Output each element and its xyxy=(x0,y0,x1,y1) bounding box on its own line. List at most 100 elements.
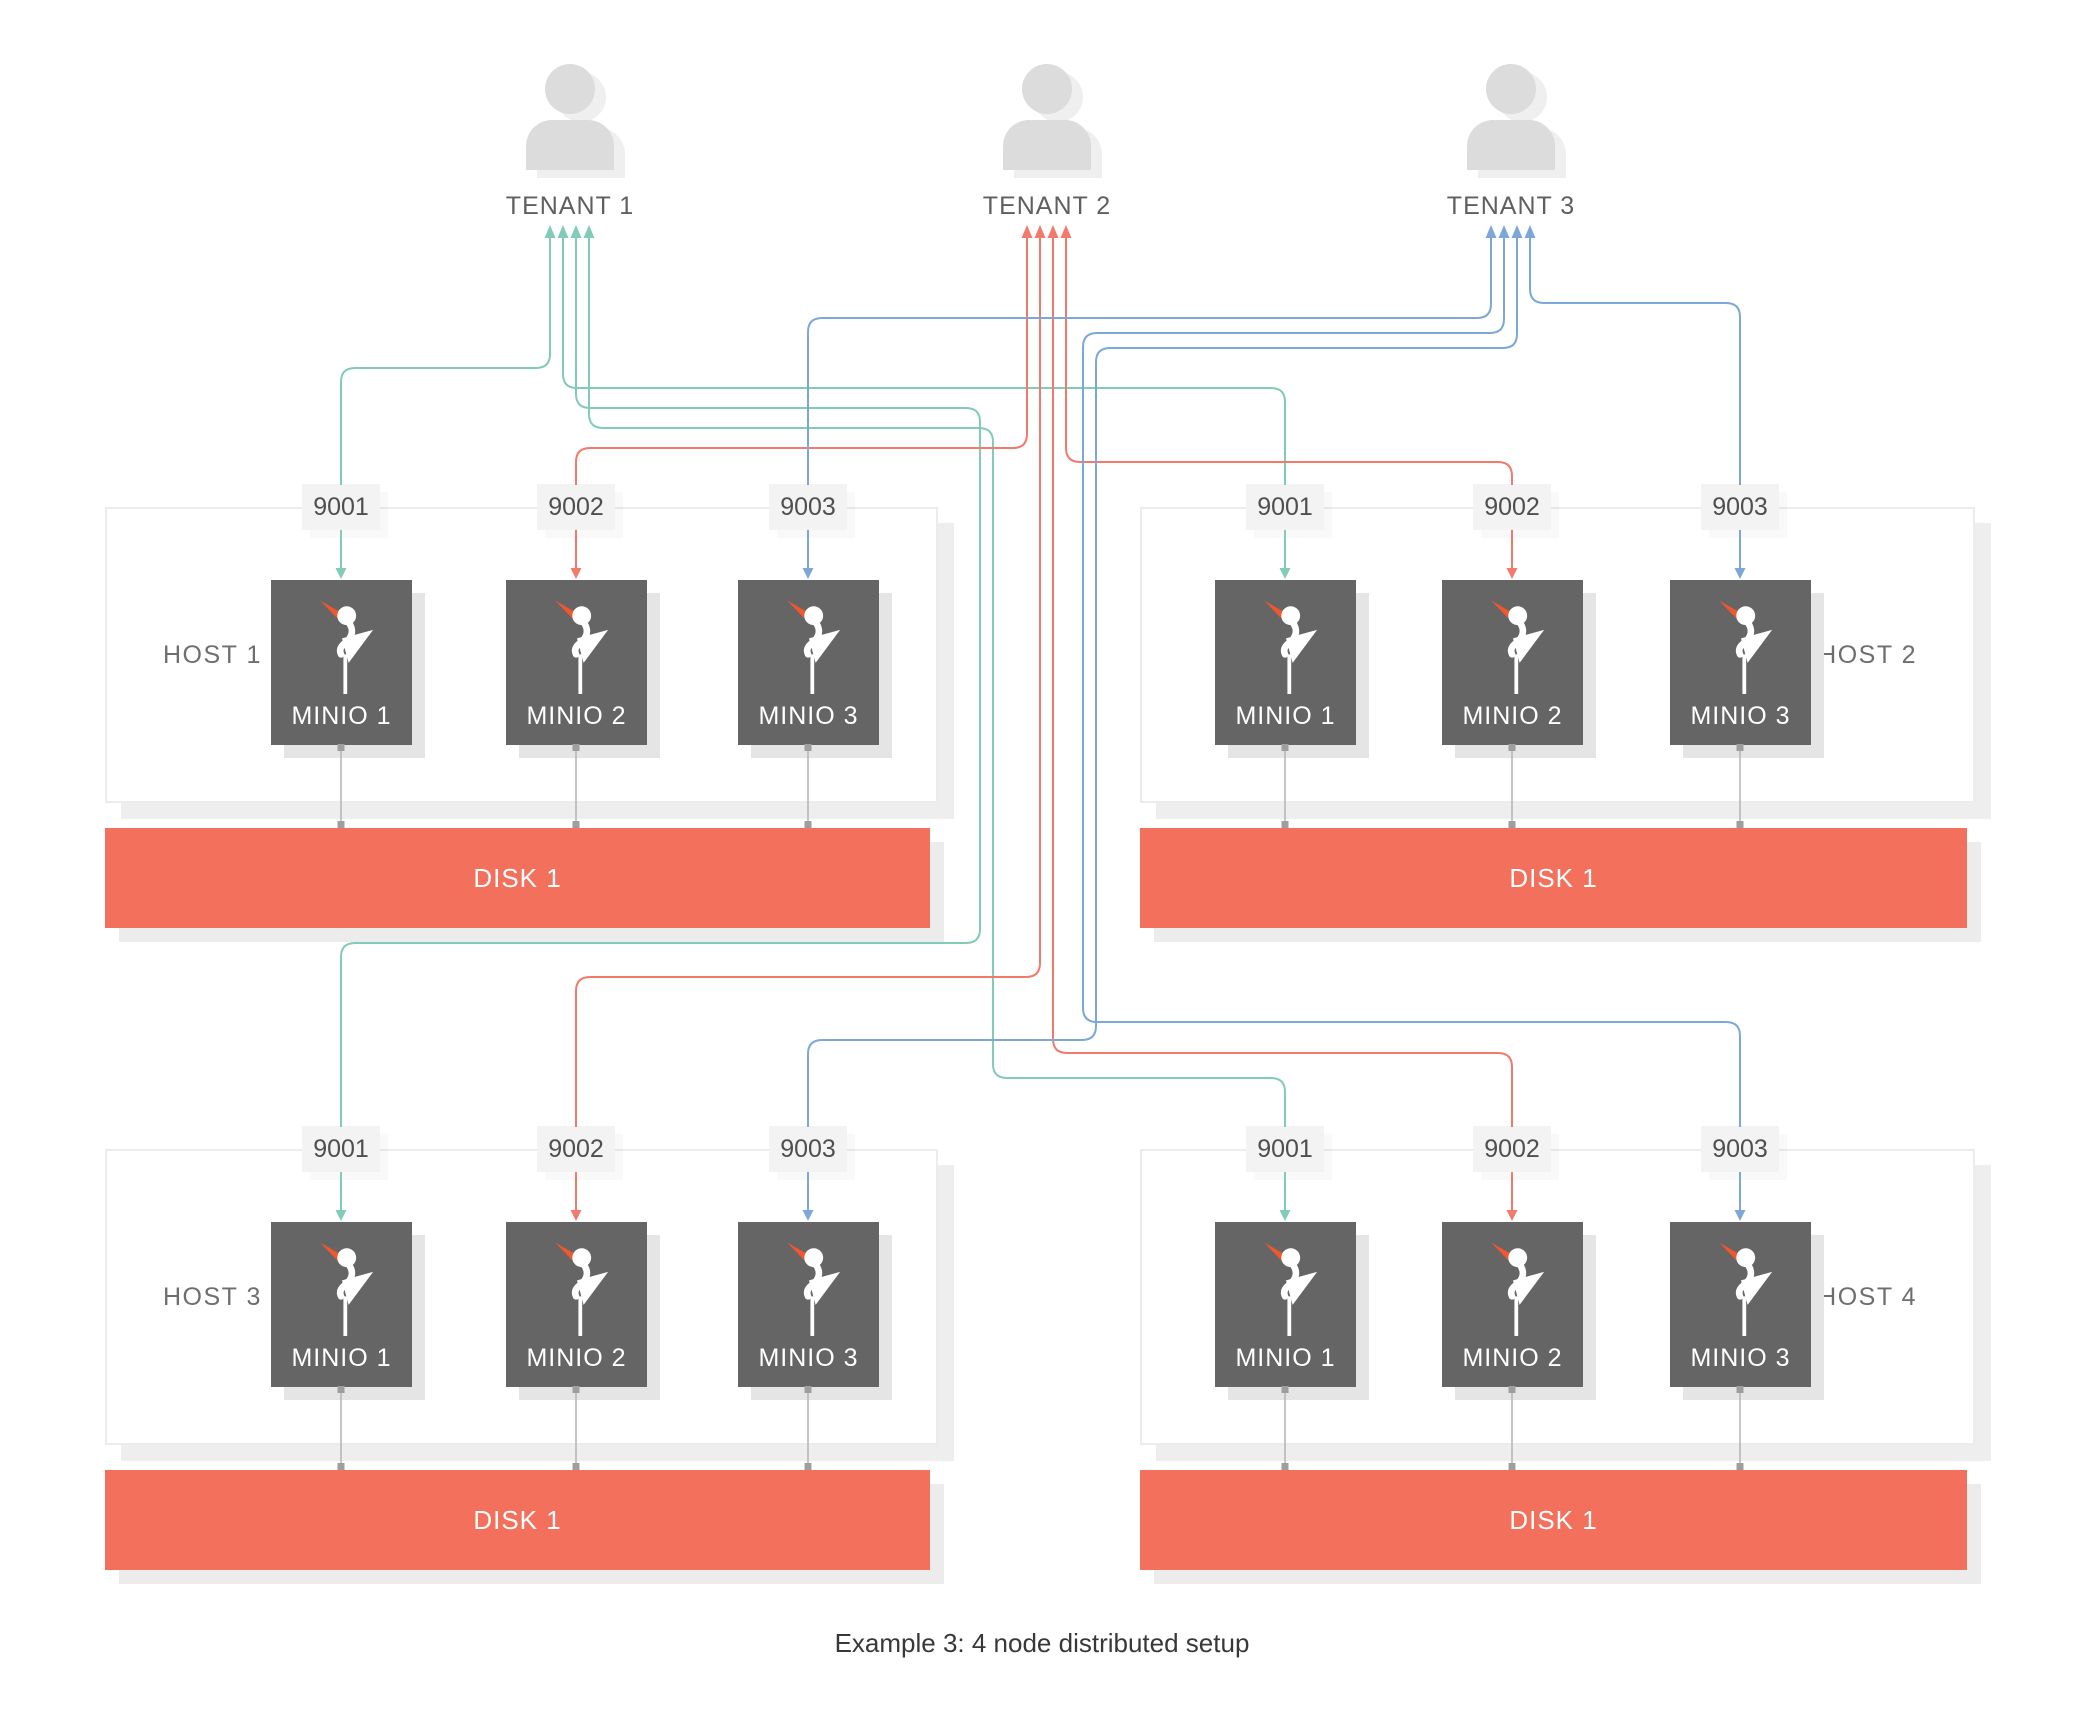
disk-bar: DISK 1 xyxy=(105,828,930,928)
port-number: 9003 xyxy=(780,1134,836,1163)
minio-label: MINIO 1 xyxy=(1235,1344,1336,1372)
link-endpoint xyxy=(804,1463,812,1470)
link-endpoint xyxy=(804,821,812,828)
connection-arrowhead xyxy=(557,225,569,238)
port-label-9002: 9002 xyxy=(1473,484,1551,530)
link-endpoint xyxy=(1736,1463,1744,1470)
minio-node: MINIO 1 xyxy=(271,580,412,745)
host-label: HOST 2 xyxy=(1818,641,1917,669)
minio-bird-icon xyxy=(554,600,608,694)
link-endpoint xyxy=(1508,1463,1516,1470)
disk-bar: DISK 1 xyxy=(1140,1470,1967,1570)
minio-node: MINIO 3 xyxy=(1670,1222,1811,1387)
minio-label: MINIO 1 xyxy=(291,702,392,730)
tenant-2: TENANT 2 xyxy=(962,64,1132,221)
port-label-9003: 9003 xyxy=(769,1126,847,1172)
port-number: 9001 xyxy=(1257,1134,1313,1163)
connection-arrowhead xyxy=(1034,225,1046,238)
connection-arrowhead xyxy=(583,225,595,238)
tenant-label: TENANT 3 xyxy=(1446,192,1576,220)
minio-label: MINIO 3 xyxy=(1690,702,1791,730)
port-number: 9002 xyxy=(548,1134,604,1163)
port-label-9001: 9001 xyxy=(1246,1126,1324,1172)
minio-bird-icon xyxy=(1263,600,1317,694)
user-icon-shape xyxy=(995,64,1099,176)
port-number: 9002 xyxy=(1484,1134,1540,1163)
link-endpoint xyxy=(337,821,345,828)
minio-bird-icon xyxy=(1718,1242,1772,1336)
port-label-9001: 9001 xyxy=(302,1126,380,1172)
minio-label: MINIO 3 xyxy=(758,702,859,730)
minio-node: MINIO 2 xyxy=(506,580,647,745)
port-label-9002: 9002 xyxy=(1473,1126,1551,1172)
tenant-label: TENANT 1 xyxy=(505,192,635,220)
connection-arrowhead xyxy=(1524,225,1536,238)
connection-arrowhead xyxy=(1060,225,1072,238)
host-label: HOST 3 xyxy=(163,1283,262,1311)
disk-bar: DISK 1 xyxy=(105,1470,930,1570)
link-endpoint xyxy=(1736,821,1744,828)
port-number: 9003 xyxy=(1712,492,1768,521)
disk-label: DISK 1 xyxy=(473,862,562,893)
user-icon-shape xyxy=(1459,64,1563,176)
minio-label: MINIO 3 xyxy=(758,1344,859,1372)
connection-line xyxy=(575,236,1028,485)
link-endpoint xyxy=(1508,821,1516,828)
connection-arrowhead xyxy=(1498,225,1510,238)
user-icon xyxy=(995,64,1102,178)
minio-label: MINIO 2 xyxy=(526,1344,627,1372)
connection-line xyxy=(807,236,1492,485)
minio-label: MINIO 2 xyxy=(1462,702,1563,730)
minio-node: MINIO 2 xyxy=(1442,580,1583,745)
diagram-caption: Example 3: 4 node distributed setup xyxy=(834,1628,1250,1658)
minio-label: MINIO 3 xyxy=(1690,1344,1791,1372)
minio-node: MINIO 2 xyxy=(506,1222,647,1387)
connection-arrowhead xyxy=(1021,225,1033,238)
port-number: 9001 xyxy=(313,1134,369,1163)
disk-label: DISK 1 xyxy=(1509,862,1598,893)
port-label-9002: 9002 xyxy=(537,1126,615,1172)
minio-bird-icon xyxy=(1490,1242,1544,1336)
connection-line xyxy=(1065,236,1513,485)
user-icon xyxy=(1459,64,1566,178)
minio-node: MINIO 3 xyxy=(738,580,879,745)
link-endpoint xyxy=(572,1463,580,1470)
minio-node: MINIO 1 xyxy=(1215,1222,1356,1387)
minio-bird-icon xyxy=(786,600,840,694)
tenant-1: TENANT 1 xyxy=(485,64,655,221)
connection-arrowhead xyxy=(1511,225,1523,238)
host-label: HOST 1 xyxy=(163,641,262,669)
connection-arrowhead xyxy=(544,225,556,238)
port-number: 9002 xyxy=(548,492,604,521)
port-label-9002: 9002 xyxy=(537,484,615,530)
host-label: HOST 4 xyxy=(1818,1283,1917,1311)
minio-bird-icon xyxy=(1718,600,1772,694)
minio-bird-icon xyxy=(1263,1242,1317,1336)
minio-node: MINIO 1 xyxy=(271,1222,412,1387)
port-number: 9003 xyxy=(1712,1134,1768,1163)
port-number: 9001 xyxy=(1257,492,1313,521)
minio-bird-icon xyxy=(1490,600,1544,694)
port-label-9003: 9003 xyxy=(769,484,847,530)
disk-label: DISK 1 xyxy=(473,1504,562,1535)
minio-label: MINIO 1 xyxy=(1235,702,1336,730)
tenant-3: TENANT 3 xyxy=(1426,64,1596,221)
minio-node: MINIO 1 xyxy=(1215,580,1356,745)
minio-bird-icon xyxy=(554,1242,608,1336)
connection-line xyxy=(1529,236,1741,485)
tenant-label: TENANT 2 xyxy=(982,192,1112,220)
port-label-9003: 9003 xyxy=(1701,1126,1779,1172)
link-endpoint xyxy=(572,821,580,828)
minio-node: MINIO 3 xyxy=(738,1222,879,1387)
minio-bird-icon xyxy=(786,1242,840,1336)
minio-node: MINIO 3 xyxy=(1670,580,1811,745)
minio-bird-icon xyxy=(319,1242,373,1336)
disk-bar: DISK 1 xyxy=(1140,828,1967,928)
connection-arrowhead xyxy=(570,225,582,238)
minio-node: MINIO 2 xyxy=(1442,1222,1583,1387)
minio-label: MINIO 2 xyxy=(526,702,627,730)
minio-bird-icon xyxy=(319,600,373,694)
port-number: 9003 xyxy=(780,492,836,521)
minio-label: MINIO 1 xyxy=(291,1344,392,1372)
